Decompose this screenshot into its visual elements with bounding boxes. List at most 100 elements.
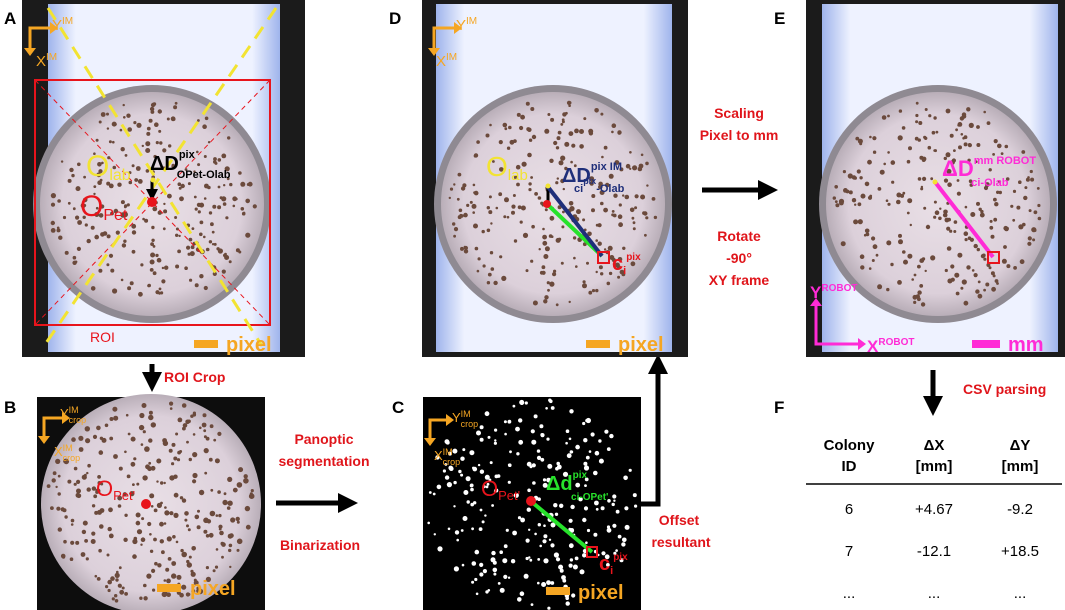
colony-dot	[463, 490, 469, 495]
colony-dot	[99, 524, 104, 529]
colony-dot	[539, 544, 542, 548]
colony-dot	[236, 482, 243, 488]
colony-dot	[944, 268, 948, 273]
colony-dot	[69, 167, 74, 173]
colony-dot	[953, 230, 957, 233]
colony-dot	[570, 504, 575, 510]
colony-dot	[110, 211, 114, 216]
panel-d-colonies	[448, 100, 658, 307]
colony-dot	[93, 192, 96, 196]
colony-dot	[983, 288, 986, 292]
colony-dot	[651, 197, 656, 201]
colony-dot	[86, 471, 89, 475]
robot-vector-e	[933, 180, 995, 259]
colony-dot	[427, 521, 431, 525]
colony-dot	[565, 596, 569, 600]
colony-dot	[612, 523, 617, 528]
colony-dot	[163, 579, 167, 582]
colony-dot	[243, 474, 248, 479]
colony-dot	[234, 197, 238, 201]
colony-dot	[600, 272, 604, 276]
colony-dot	[107, 526, 112, 532]
colony-dot	[171, 561, 177, 566]
colony-dot	[539, 424, 544, 429]
colony-dot	[217, 490, 221, 494]
colony-dot	[236, 538, 243, 545]
colony-dot	[611, 257, 616, 263]
colony-dot	[235, 516, 240, 522]
colony-dot	[928, 114, 932, 118]
colony-dot	[227, 476, 233, 482]
colony-dot	[1010, 204, 1014, 208]
colony-dot	[606, 447, 611, 451]
colony-dot	[149, 106, 155, 112]
colony-dot	[955, 291, 960, 296]
colony-dot	[966, 107, 971, 112]
colony-dot	[614, 160, 620, 165]
colony-dot	[1025, 177, 1030, 182]
colony-dot	[1018, 180, 1022, 184]
colony-dot	[164, 506, 167, 509]
colony-dot	[502, 558, 508, 564]
colony-dot	[482, 485, 486, 489]
cell-id: 6	[845, 501, 853, 518]
colony-dot	[470, 502, 475, 507]
colony-dot	[909, 223, 912, 227]
colony-dot	[921, 257, 926, 261]
colony-dot	[124, 154, 128, 157]
colony-dot	[197, 210, 201, 214]
colony-dot	[583, 506, 589, 511]
colony-dot	[98, 268, 103, 273]
step-roi-crop: ROI Crop	[142, 364, 225, 392]
colony-dot	[84, 426, 91, 432]
colony-dot	[115, 230, 120, 235]
panel-d-letter: D	[389, 9, 401, 28]
colony-dot	[612, 494, 617, 499]
colony-dot	[490, 557, 496, 563]
colony-dot	[190, 414, 194, 418]
colony-dot	[851, 175, 857, 180]
colony-dot	[564, 166, 568, 171]
colony-dot	[226, 177, 230, 181]
colony-dot	[634, 504, 638, 508]
colony-dot	[562, 210, 565, 214]
colony-dot	[245, 198, 250, 204]
colony-dot	[1028, 209, 1032, 213]
colony-dot	[472, 183, 476, 187]
colony-dot	[1013, 266, 1017, 270]
colony-dot	[495, 206, 499, 210]
colony-dot	[855, 136, 860, 141]
colony-dot	[141, 403, 147, 408]
colony-dot	[506, 215, 510, 219]
colony-dot	[560, 123, 564, 126]
colony-dot	[175, 233, 179, 237]
colony-dot	[549, 158, 554, 163]
cell-dy: +18.5	[1001, 543, 1039, 560]
colony-dot	[508, 125, 512, 130]
colony-dot	[872, 150, 877, 154]
colony-dot	[542, 240, 548, 246]
colony-dot	[1006, 264, 1011, 269]
colony-dot	[963, 135, 968, 140]
colony-dot	[595, 239, 598, 242]
colony-dot	[594, 108, 599, 113]
colony-dot	[469, 450, 475, 456]
colony-dot	[224, 166, 230, 172]
colony-dot	[517, 205, 522, 210]
colony-dot	[129, 491, 135, 497]
colony-dot	[150, 465, 156, 471]
colony-dot	[173, 105, 178, 110]
colony-dot	[203, 529, 208, 534]
colony-dot	[163, 209, 168, 214]
colony-dot	[575, 265, 578, 268]
colony-dot	[486, 281, 491, 285]
colony-dot	[872, 136, 877, 141]
colony-dot	[949, 229, 953, 233]
colony-dot	[953, 149, 956, 153]
colony-dot	[479, 469, 485, 474]
colony-dot	[246, 183, 250, 186]
colony-dot	[139, 412, 145, 419]
colony-dot	[1030, 177, 1035, 182]
colony-dot	[963, 300, 969, 306]
colony-dot	[629, 151, 632, 154]
